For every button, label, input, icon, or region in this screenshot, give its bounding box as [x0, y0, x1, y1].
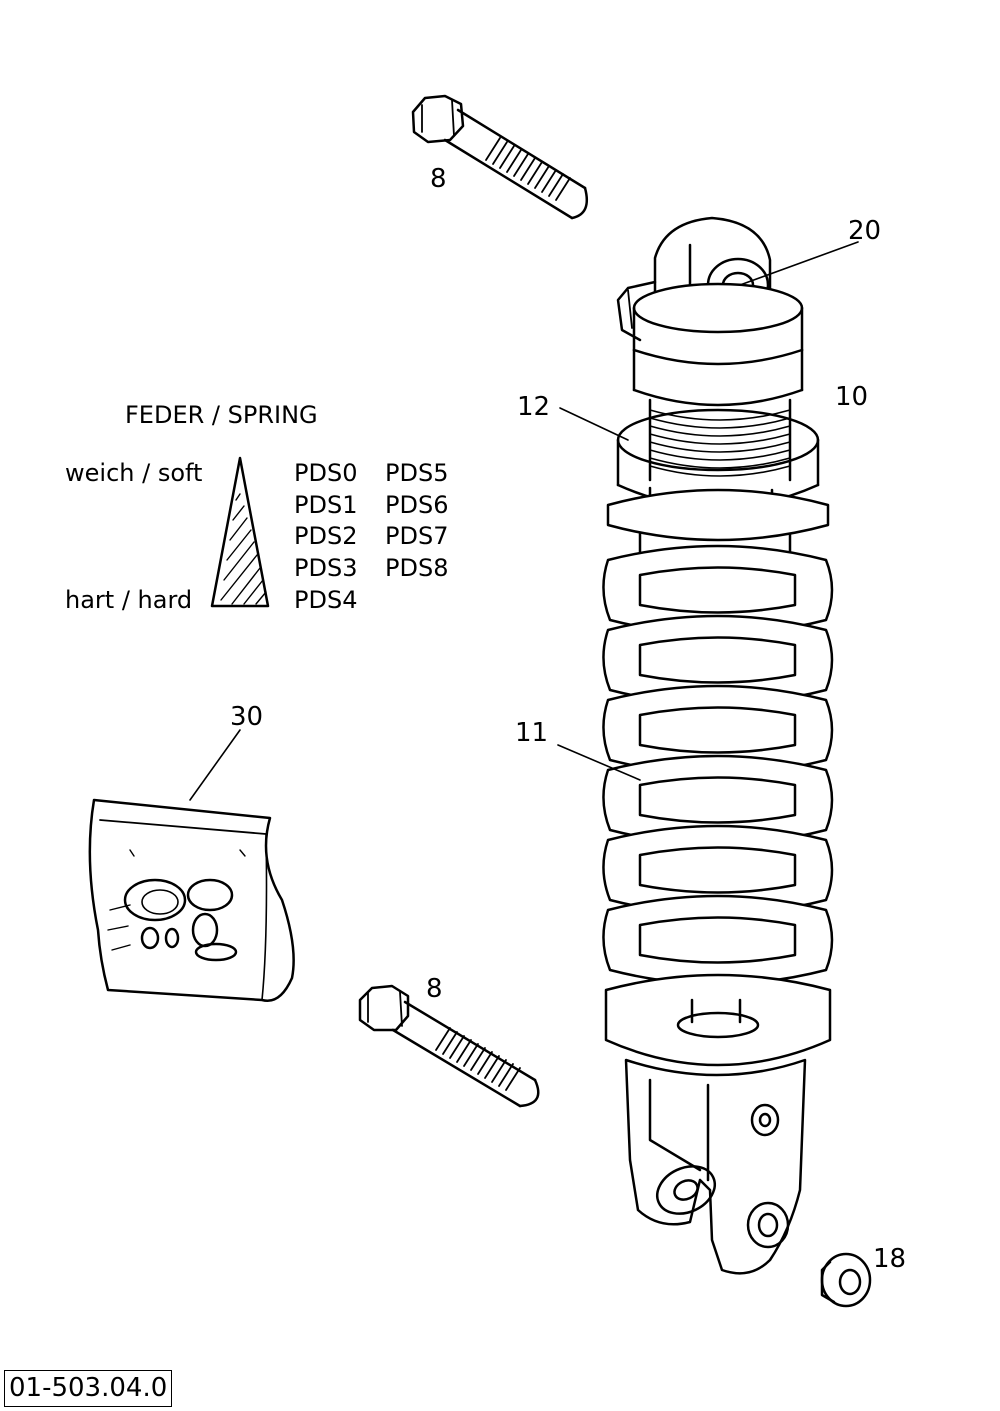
bushing [820, 1252, 872, 1308]
bolt-top [411, 94, 589, 220]
callout-8-top: 8 [430, 164, 447, 194]
callout-10: 10 [835, 382, 869, 412]
bolt-bottom [358, 984, 540, 1108]
spring-code: PDS2 [294, 522, 358, 550]
spring-code: PDS4 [294, 586, 358, 614]
spring-table-title: FEDER / SPRING [125, 401, 318, 429]
seal-kit-bag [88, 798, 295, 1002]
coil-spring [602, 488, 834, 1067]
diagram-code: 01-503.04.0 [4, 1370, 173, 1408]
lower-clevis [624, 1058, 807, 1275]
callout-12: 12 [517, 392, 551, 422]
hard-label: hart / hard [65, 586, 193, 614]
spring-code: PDS6 [385, 491, 449, 519]
spring-code: PDS5 [385, 459, 449, 487]
soft-label: weich / soft [65, 459, 203, 487]
spring-code: PDS1 [294, 491, 358, 519]
hardness-wedge [210, 456, 270, 608]
spring-code: PDS7 [385, 522, 449, 550]
callout-11: 11 [515, 718, 549, 748]
spring-code: PDS8 [385, 554, 449, 582]
callout-30: 30 [230, 702, 264, 732]
spring-code: PDS3 [294, 554, 358, 582]
leader-lines [189, 241, 859, 801]
spring-code: PDS0 [294, 459, 358, 487]
callout-8-bottom: 8 [426, 974, 443, 1004]
callout-18: 18 [873, 1244, 907, 1274]
callout-20: 20 [848, 216, 882, 246]
